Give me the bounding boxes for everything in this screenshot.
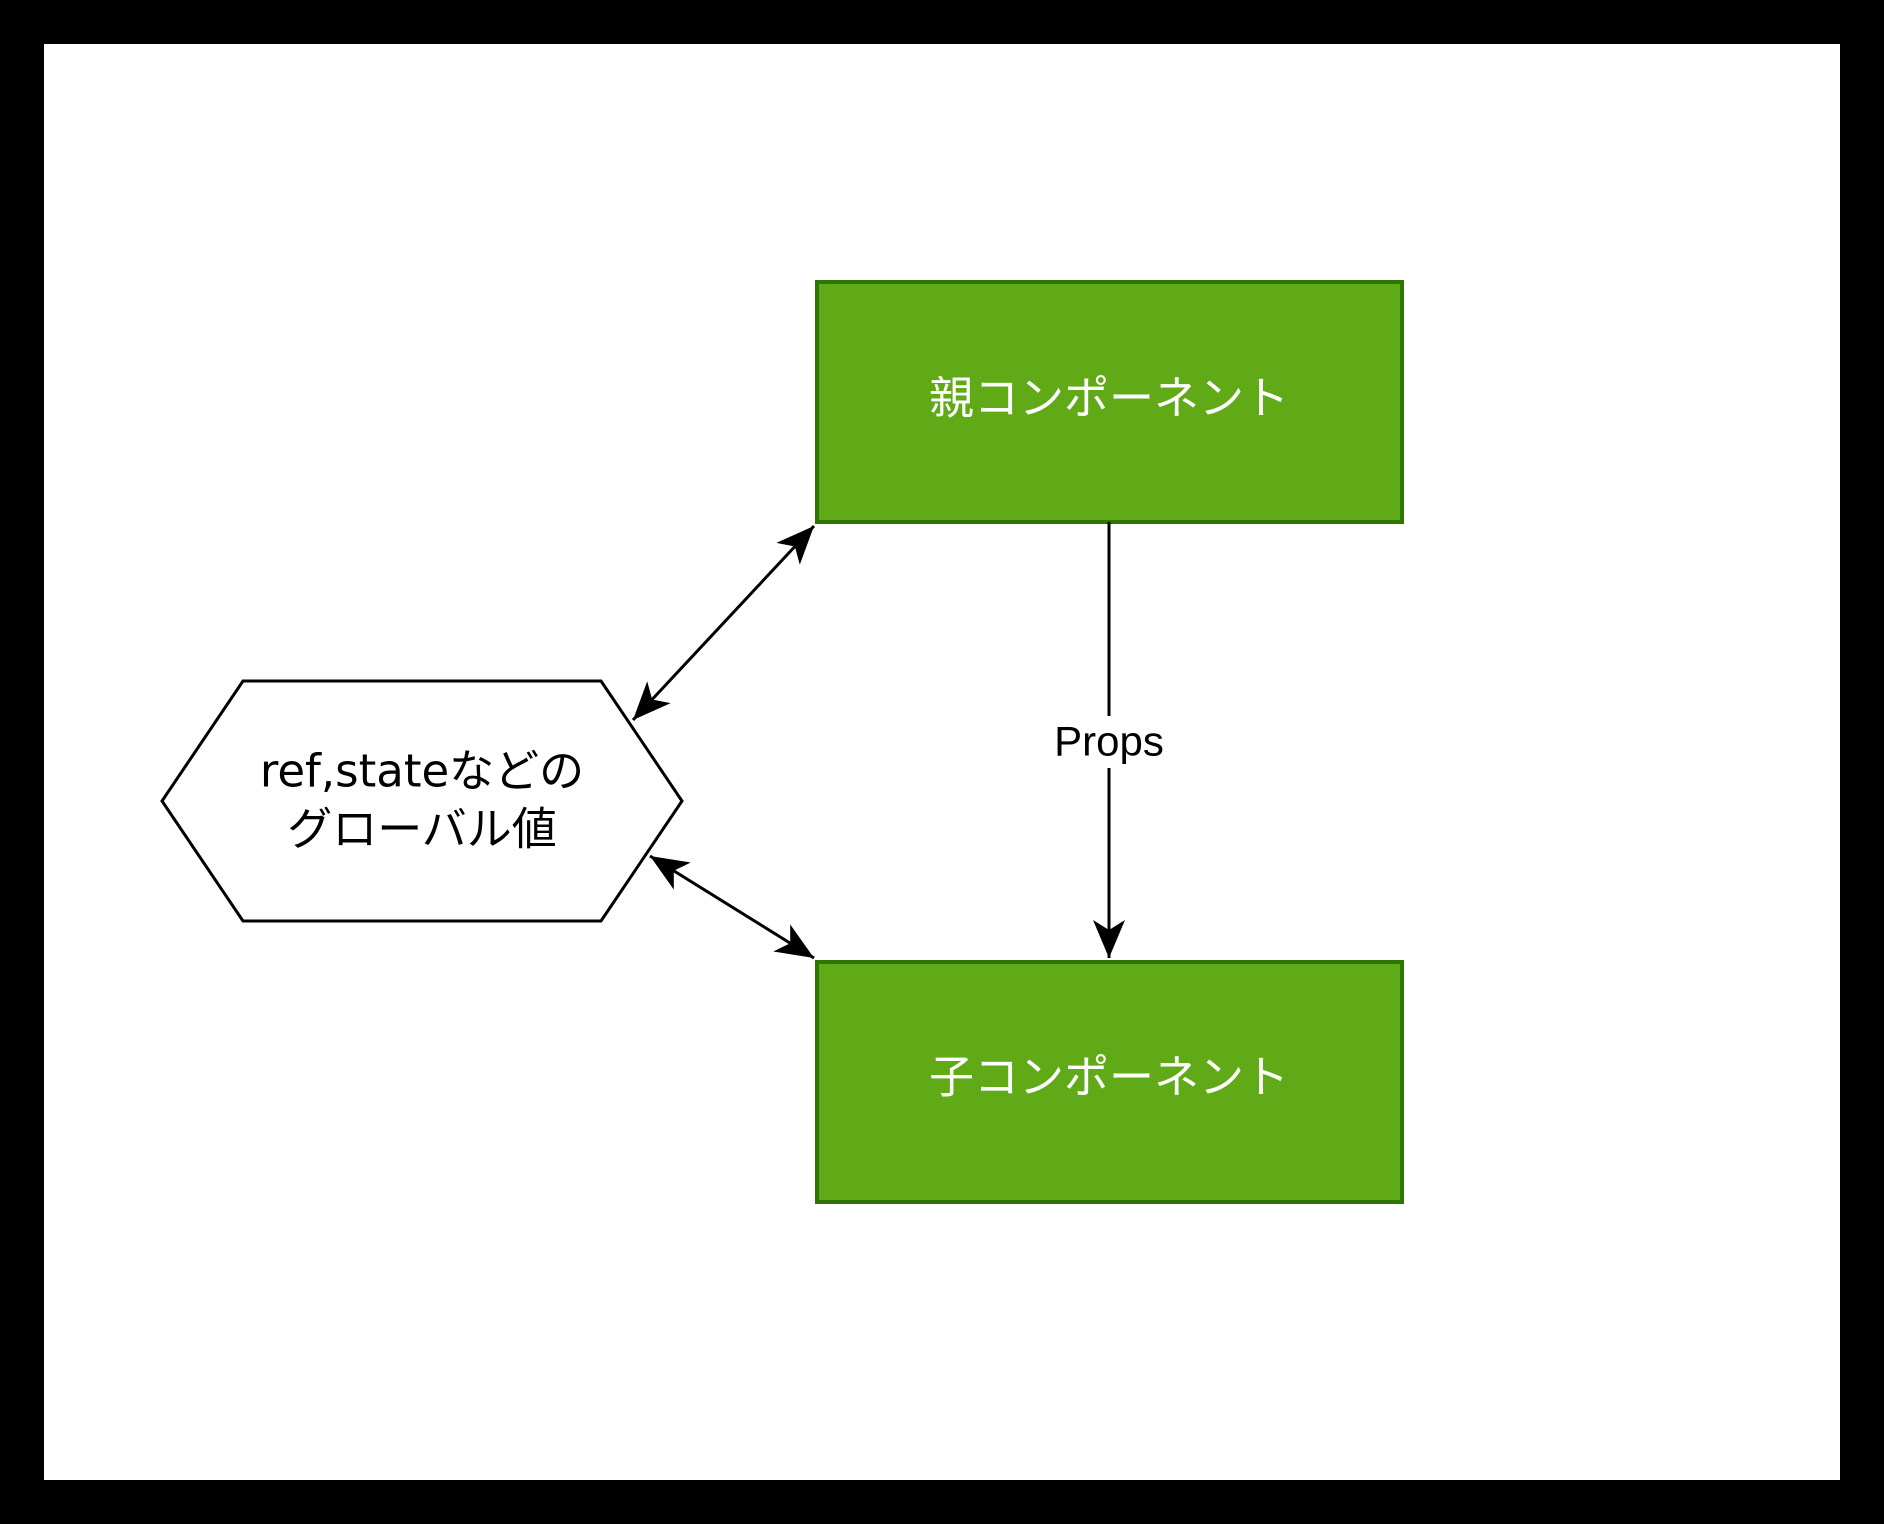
edge-parent-to-child[interactable]: Props xyxy=(1048,522,1170,958)
edge-global-child-line xyxy=(649,854,815,960)
global-values-label-line1: ref,stateなどの xyxy=(260,745,584,798)
parent-component-label: 親コンポーネント xyxy=(929,372,1289,425)
child-component-label: 子コンポーネント xyxy=(929,1051,1289,1104)
edge-global-parent[interactable] xyxy=(631,524,816,722)
parent-component-node[interactable]: 親コンポーネント xyxy=(815,280,1404,524)
child-component-node[interactable]: 子コンポーネント xyxy=(815,960,1404,1204)
edge-global-child[interactable] xyxy=(649,854,815,960)
edge-parent-to-child-label: Props xyxy=(1054,718,1164,765)
edge-label-background xyxy=(1048,716,1170,768)
global-values-label-line2: グローバル値 xyxy=(287,803,557,856)
global-values-node[interactable]: ref,stateなどの グローバル値 xyxy=(160,679,684,923)
edge-global-parent-line xyxy=(631,524,816,722)
